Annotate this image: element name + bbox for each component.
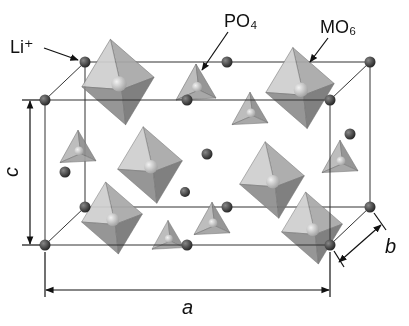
component-label: MO₆: [320, 18, 356, 36]
dimension-label: a: [182, 297, 193, 317]
component-label: Li⁺: [10, 38, 34, 56]
dimension-label: b: [385, 236, 396, 256]
dimension-label: c: [1, 167, 21, 177]
component-label: PO₄: [224, 12, 257, 30]
